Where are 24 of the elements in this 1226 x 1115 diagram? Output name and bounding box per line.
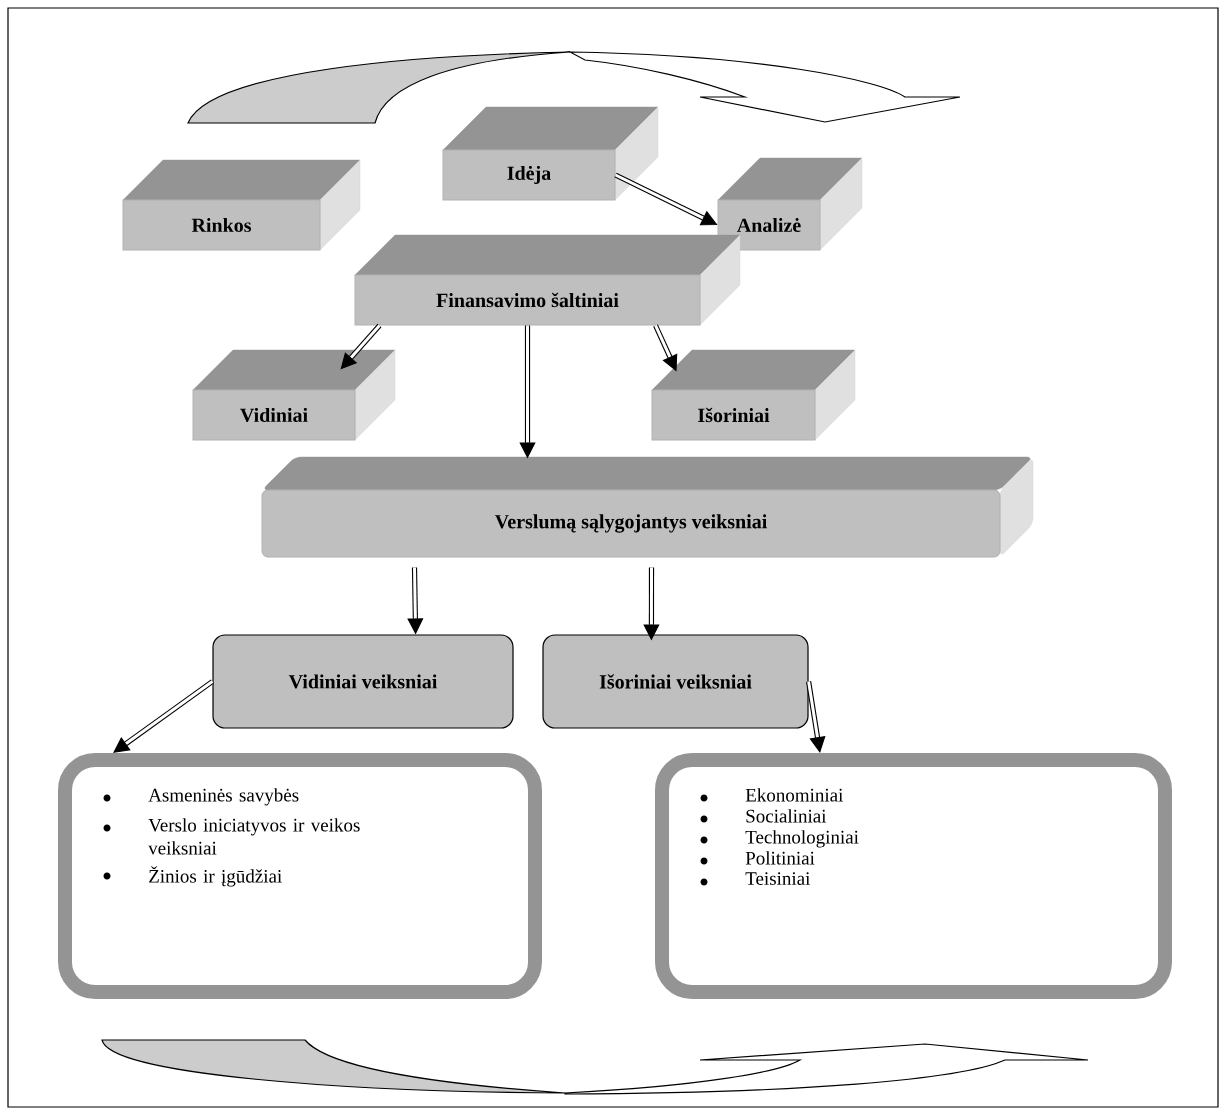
list-item: Žinios ir įgūdžiai (149, 866, 282, 887)
list-box (58, 753, 542, 999)
list-item: Verslo iniciatyvos ir veikos veiksniai (148, 818, 360, 855)
block: Išoriniai (651, 349, 856, 441)
node-label: Idėja (507, 165, 551, 185)
block: Analizė (717, 157, 863, 251)
block: Finansavimo šaltiniai (354, 234, 741, 326)
process-box: Išoriniai veiksniai (542, 634, 809, 729)
block: Vidiniai (192, 349, 396, 441)
node-label: Analizė (736, 217, 801, 233)
list-box (655, 753, 1172, 999)
arrow (113, 679, 214, 753)
list-item: Technologiniai (745, 830, 859, 848)
arrow (806, 681, 826, 753)
list-item: Politiniai (745, 851, 815, 865)
block: Rinkos (122, 159, 361, 251)
list-item: Asmeninės savybės (148, 788, 299, 806)
list-item: Socialiniai (746, 809, 827, 823)
raised-block: Verslumą sąlygojantys veiksniai (261, 456, 1034, 558)
list-item: Ekonominiai (745, 788, 843, 802)
process-box: Vidiniai veiksniai (212, 634, 514, 729)
block: Idėja (442, 106, 659, 201)
list-item: Teisiniai (745, 872, 810, 885)
arrow (340, 323, 382, 370)
